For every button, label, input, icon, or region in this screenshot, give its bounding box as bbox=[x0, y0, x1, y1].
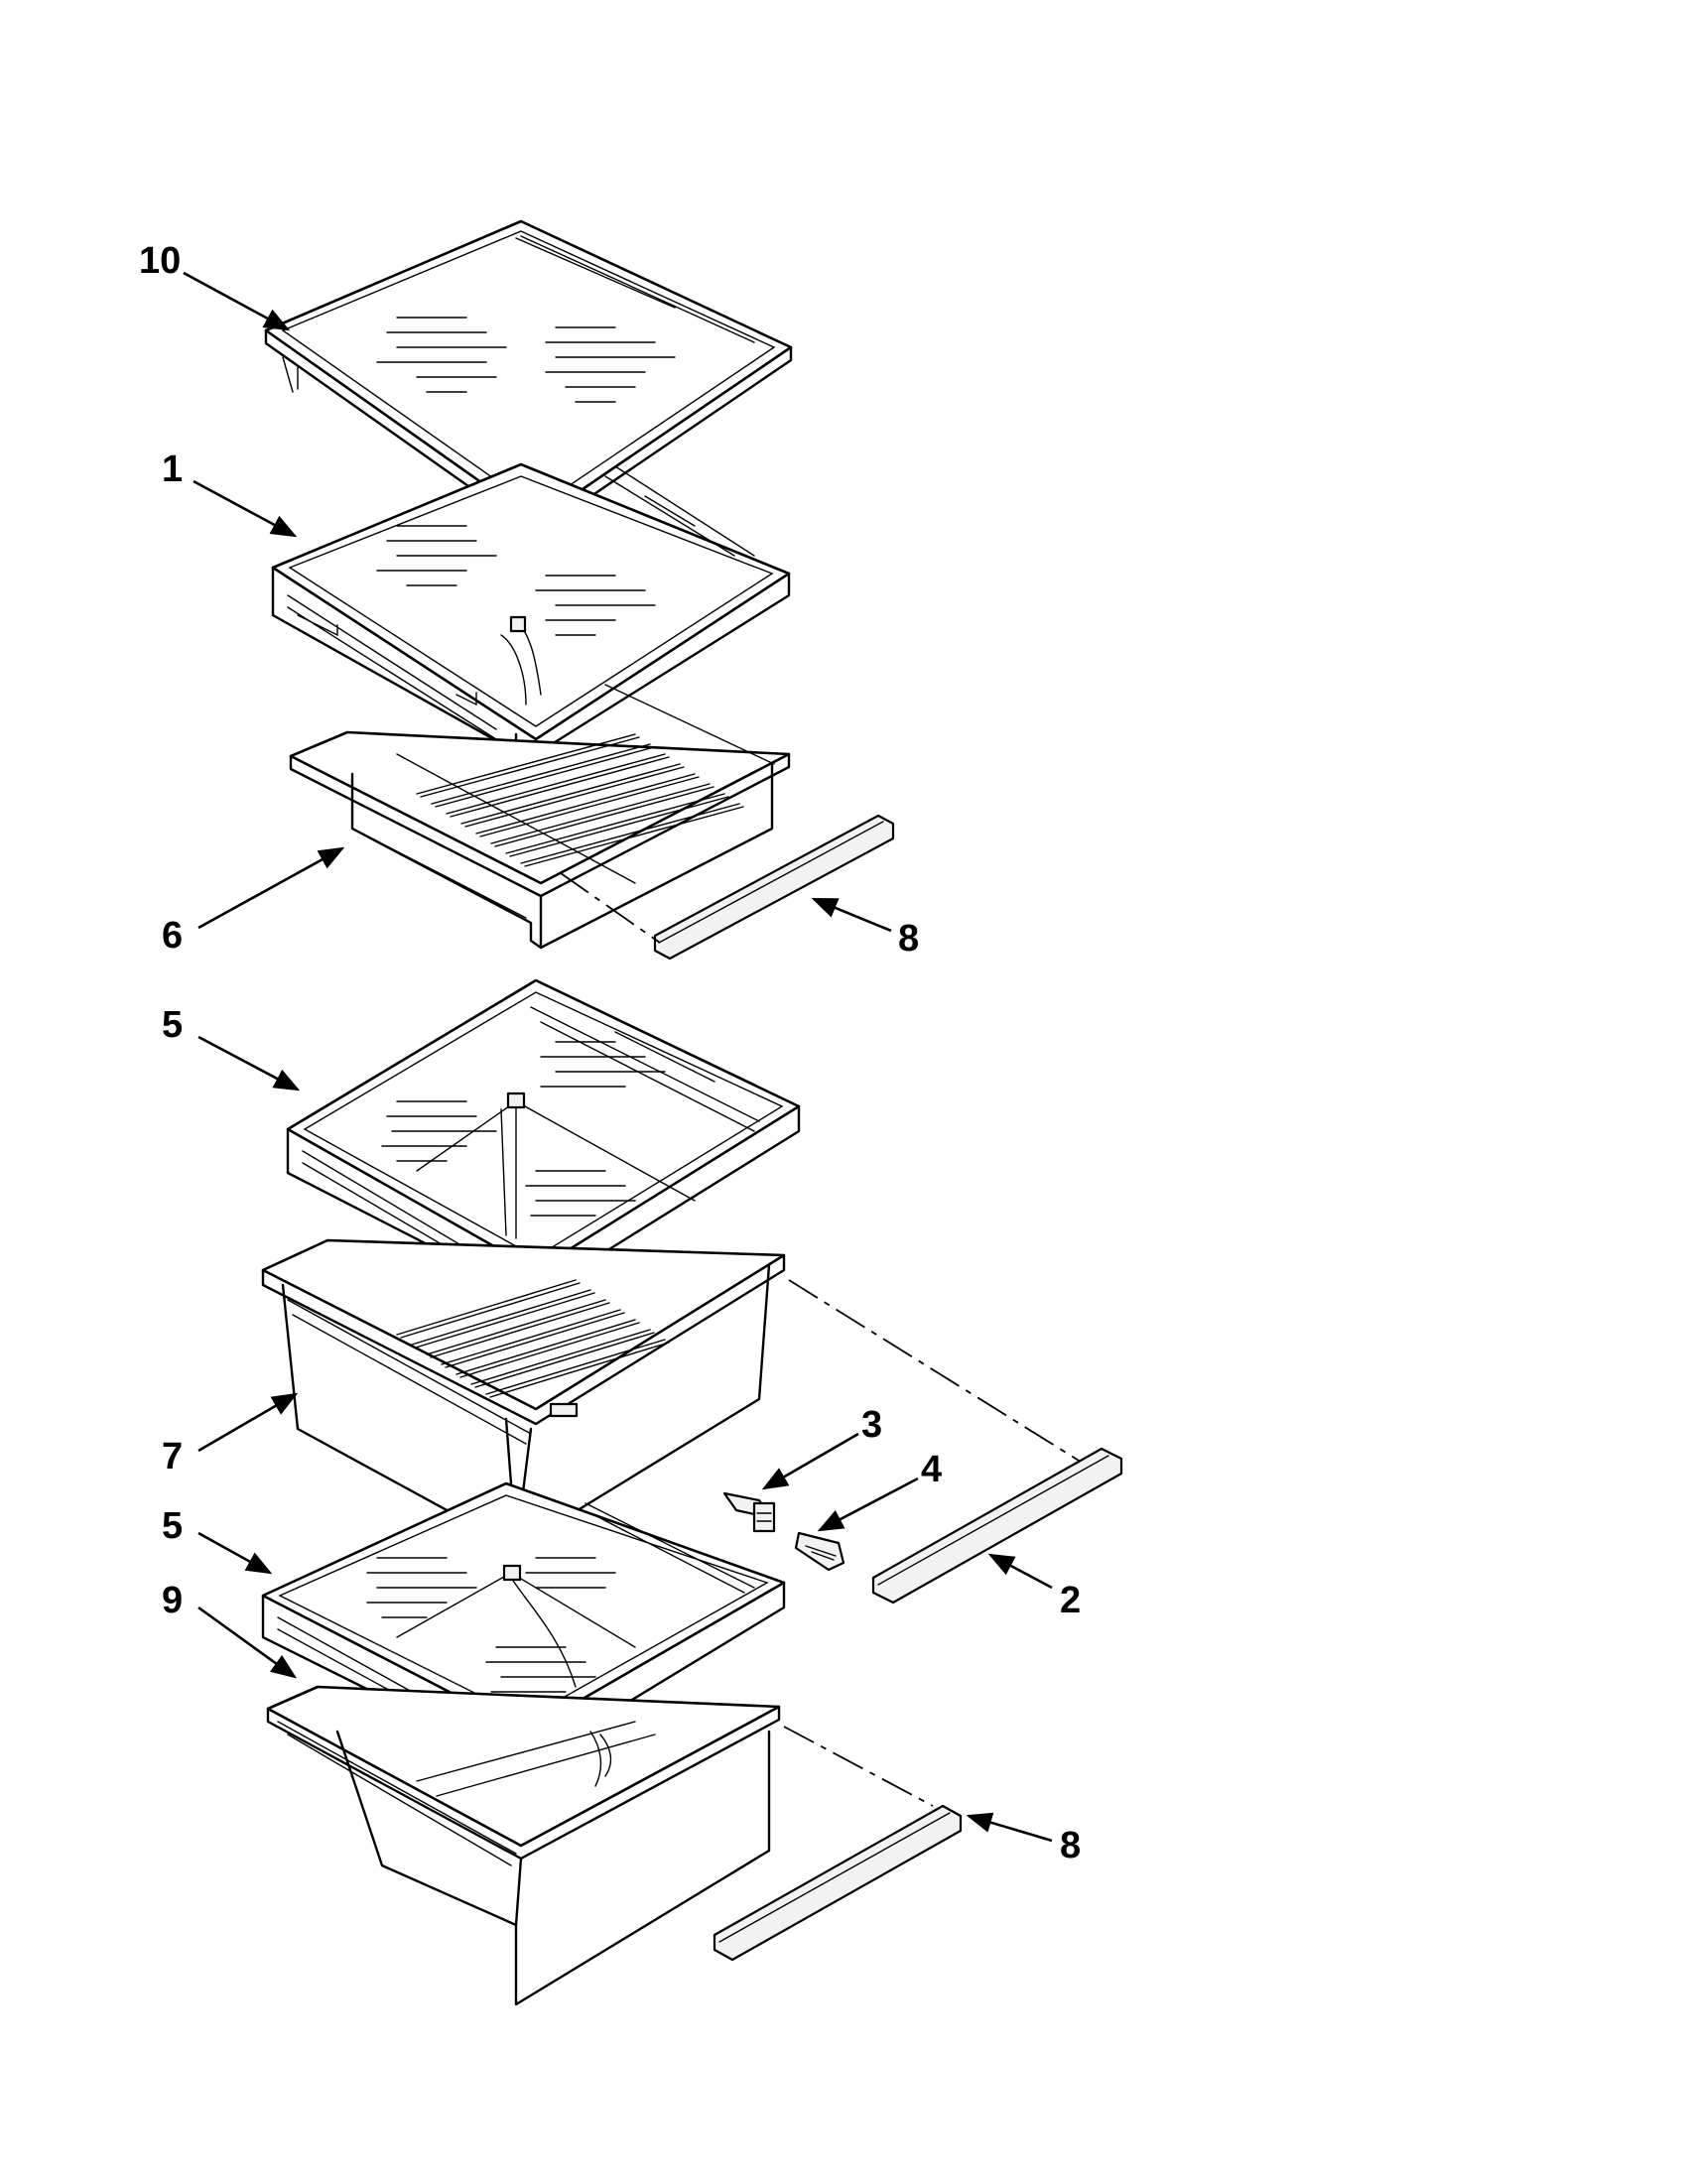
part-1-shelf-assembly bbox=[271, 462, 791, 758]
part-3-clip bbox=[722, 1491, 776, 1533]
part-2-trim bbox=[871, 1447, 1123, 1605]
part-8-trim-lower bbox=[713, 1804, 963, 1962]
alignment-dash-upper bbox=[788, 1279, 1093, 1470]
callout-10: 10 bbox=[139, 240, 181, 282]
callout-3: 3 bbox=[861, 1404, 882, 1446]
callout-7: 7 bbox=[162, 1436, 183, 1477]
callout-8-upper: 8 bbox=[898, 918, 919, 960]
callout-5-lower: 5 bbox=[162, 1505, 183, 1547]
callout-labels: 10 1 6 8 5 7 3 4 2 5 9 8 bbox=[139, 240, 1081, 1866]
callout-leaders bbox=[183, 271, 1053, 1843]
callout-6: 6 bbox=[162, 915, 183, 957]
part-6-crisper-drawer bbox=[289, 684, 791, 950]
part-4-slide bbox=[794, 1531, 845, 1572]
part-10-shelf bbox=[264, 219, 793, 536]
part-5-shelf-middle bbox=[286, 978, 801, 1297]
alignment-dash-lower bbox=[783, 1726, 934, 1807]
callout-4: 4 bbox=[921, 1449, 942, 1490]
part-8-trim-upper bbox=[560, 814, 895, 961]
callout-9: 9 bbox=[162, 1580, 183, 1621]
callout-1: 1 bbox=[162, 449, 183, 490]
callout-5-middle: 5 bbox=[162, 1004, 183, 1046]
part-9-drawer bbox=[266, 1685, 781, 2006]
callout-2: 2 bbox=[1060, 1580, 1081, 1621]
callout-8-lower: 8 bbox=[1060, 1825, 1081, 1866]
